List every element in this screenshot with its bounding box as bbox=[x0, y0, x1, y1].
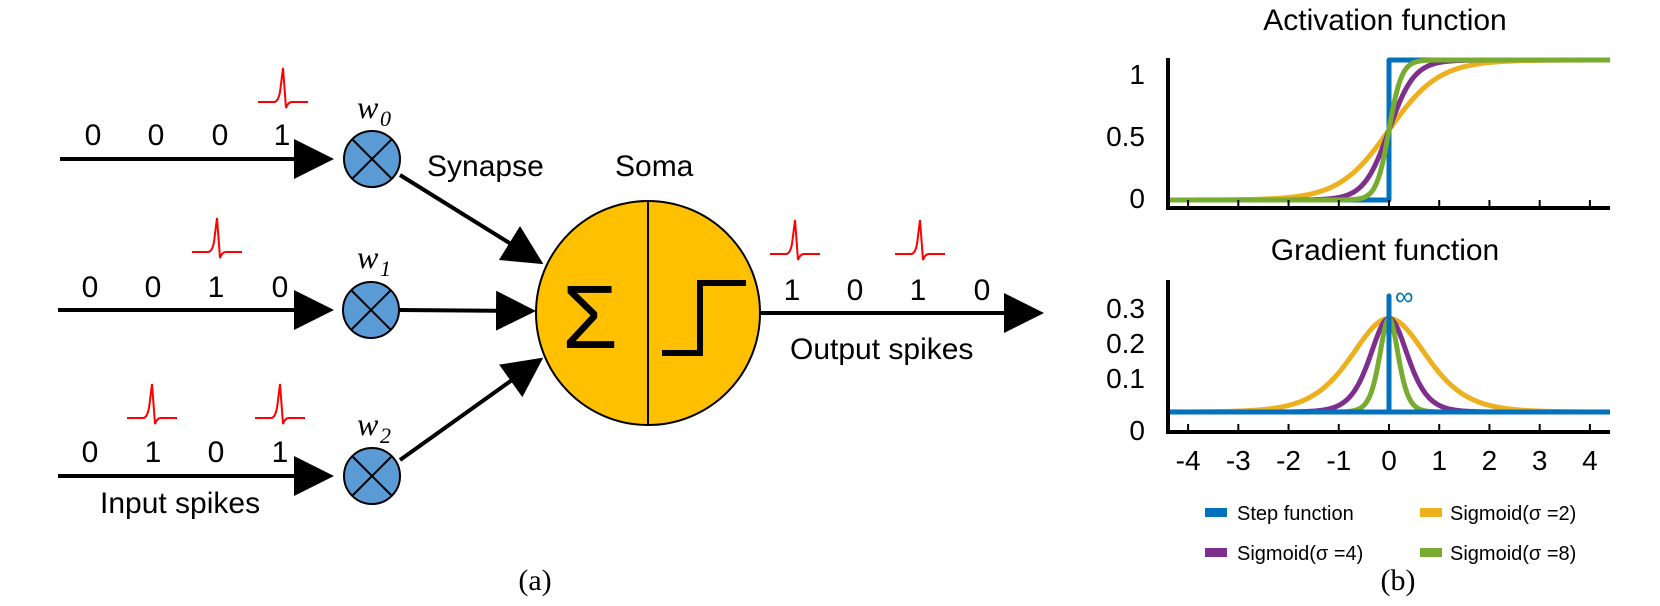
x-tick-label: -3 bbox=[1226, 445, 1251, 476]
input-bit: 0 bbox=[272, 271, 289, 304]
synapse-node-0: w 0 bbox=[343, 89, 401, 188]
legend-swatch bbox=[1420, 548, 1442, 557]
x-tick-labels: -4 -3 -2 -1 0 1 2 3 4 bbox=[1176, 445, 1598, 476]
y-tick-label: 1 bbox=[1129, 59, 1145, 90]
soma: Σ bbox=[535, 200, 761, 426]
y-tick-label: 0.1 bbox=[1106, 363, 1145, 394]
y-tick-label: 0 bbox=[1129, 415, 1145, 446]
synapse-arrow bbox=[399, 290, 536, 331]
activation-chart-title: Activation function bbox=[1263, 4, 1506, 37]
input-label: Input spikes bbox=[100, 487, 260, 520]
caption-a: (a) bbox=[518, 564, 551, 597]
legend-swatch bbox=[1420, 508, 1442, 517]
x-tick-label: -1 bbox=[1326, 445, 1351, 476]
legend-swatch bbox=[1205, 548, 1227, 557]
synapse-arrow bbox=[398, 357, 544, 462]
x-tick-label: 2 bbox=[1482, 445, 1498, 476]
gradient-chart-title: Gradient function bbox=[1271, 234, 1499, 267]
legend-swatch bbox=[1205, 508, 1227, 517]
output-bit: 1 bbox=[784, 274, 801, 307]
input-bit: 1 bbox=[208, 271, 225, 304]
input-bit: 1 bbox=[272, 436, 289, 469]
y-tick-label: 0 bbox=[1129, 183, 1145, 214]
input-line-0: 0 0 0 1 bbox=[60, 67, 334, 179]
x-tick-marks bbox=[1187, 200, 1591, 208]
spike-icon bbox=[895, 219, 945, 261]
x-tick-label: 0 bbox=[1381, 445, 1397, 476]
gradient-series bbox=[1166, 293, 1612, 415]
gradient-chart: Gradient function ∞ 0.3 0.2 0.1 0 -4 -3 -2… bbox=[1106, 234, 1612, 476]
input-bit: 0 bbox=[212, 119, 229, 152]
spike-icon bbox=[127, 383, 177, 425]
sum-icon: Σ bbox=[562, 268, 618, 368]
spike-icon bbox=[770, 219, 820, 261]
input-line-2: 0 1 0 1 bbox=[58, 383, 334, 496]
y-tick-label: 0.5 bbox=[1106, 121, 1145, 152]
weight-label: w bbox=[357, 406, 379, 442]
spike-icon bbox=[255, 383, 305, 425]
legend-label: Sigmoid(σ =8) bbox=[1450, 543, 1576, 565]
series-line-step-function bbox=[1168, 293, 1610, 415]
legend-label: Sigmoid(σ =4) bbox=[1237, 543, 1363, 565]
y-tick-label: 0.2 bbox=[1106, 328, 1145, 359]
legend: Step function Sigmoid(σ =2) Sigmoid(σ =4… bbox=[1205, 503, 1576, 565]
soma-label: Soma bbox=[615, 150, 694, 183]
caption-b: (b) bbox=[1381, 564, 1416, 597]
input-bit: 0 bbox=[85, 119, 102, 152]
spike-icon bbox=[192, 217, 242, 259]
input-bit: 0 bbox=[148, 119, 165, 152]
activation-series bbox=[1166, 57, 1612, 203]
input-bit: 0 bbox=[82, 436, 99, 469]
y-tick-label: 0.3 bbox=[1106, 293, 1145, 324]
x-tick-marks bbox=[1187, 424, 1591, 432]
x-tick-label: -2 bbox=[1276, 445, 1301, 476]
input-bit: 0 bbox=[82, 271, 99, 304]
input-bit: 0 bbox=[208, 436, 225, 469]
x-tick-label: 1 bbox=[1431, 445, 1447, 476]
weight-label: w bbox=[357, 239, 379, 275]
x-tick-label: 4 bbox=[1582, 445, 1598, 476]
input-bit: 1 bbox=[145, 436, 162, 469]
weight-subscript: 0 bbox=[380, 106, 391, 131]
output-line: 1 0 1 0 Output spikes bbox=[760, 219, 1044, 366]
legend-label: Sigmoid(σ =2) bbox=[1450, 503, 1576, 525]
activation-chart: Activation function 1 0.5 0 bbox=[1106, 4, 1612, 214]
input-bit: 0 bbox=[145, 271, 162, 304]
output-bit: 0 bbox=[847, 274, 864, 307]
weight-subscript: 2 bbox=[380, 423, 391, 448]
spike-icon bbox=[258, 67, 308, 109]
infinity-annotation: ∞ bbox=[1395, 281, 1414, 311]
synapse-node-1: w 1 bbox=[342, 239, 400, 339]
output-label: Output spikes bbox=[790, 333, 973, 366]
x-tick-label: 3 bbox=[1532, 445, 1548, 476]
weight-subscript: 1 bbox=[380, 256, 391, 281]
step-function-icon bbox=[662, 280, 746, 356]
synapse-arrow bbox=[398, 173, 544, 265]
synapse-label: Synapse bbox=[427, 150, 544, 183]
legend-label: Step function bbox=[1237, 503, 1354, 525]
output-bit: 0 bbox=[974, 274, 991, 307]
panel-b: Activation function 1 0.5 0 Gradient fun… bbox=[1106, 4, 1612, 597]
output-bit: 1 bbox=[910, 274, 927, 307]
synapse-node-2: w 2 bbox=[343, 406, 401, 505]
panel-a: 0 0 0 1 0 0 1 0 0 1 0 1 bbox=[58, 67, 1044, 597]
series-line-sigmoid-8- bbox=[1166, 57, 1612, 203]
x-tick-label: -4 bbox=[1176, 445, 1201, 476]
input-bit: 1 bbox=[274, 119, 291, 152]
input-line-1: 0 0 1 0 bbox=[58, 217, 334, 330]
weight-label: w bbox=[357, 89, 379, 125]
